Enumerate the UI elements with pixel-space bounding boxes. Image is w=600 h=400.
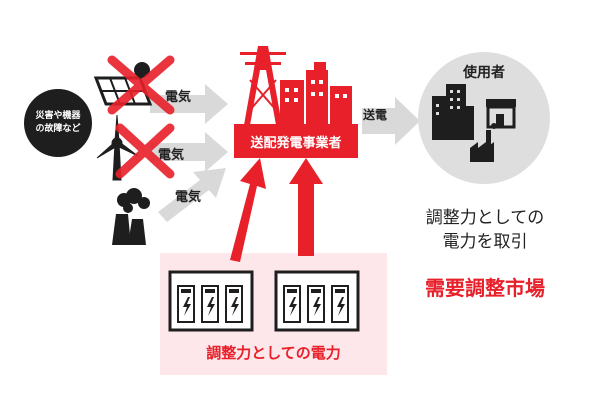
- building-windows: [285, 80, 347, 102]
- disaster-badge-line2: の故障など: [35, 124, 81, 134]
- balancing-up-arrows: [230, 158, 323, 262]
- red-arrow-right: [289, 158, 323, 256]
- consumers-label: 使用者: [463, 65, 505, 81]
- transmission-buildings-icon: [240, 46, 352, 125]
- thermal-plant-icon: [112, 188, 150, 245]
- source-flow-arrows: [150, 84, 420, 222]
- market-title: 需要調整市場: [425, 276, 545, 300]
- thermal-electricity-label: 電気: [175, 190, 202, 205]
- delivery-label: 送電: [363, 108, 388, 122]
- market-caption: 調整力としての 電力を取引: [395, 206, 575, 254]
- solar-electricity-label: 電気: [165, 90, 192, 105]
- solar-flow-arrow: [150, 84, 228, 124]
- wind-failure-x-icon: [115, 123, 175, 179]
- office-windows: [436, 90, 460, 115]
- solar-failure-x-icon: [107, 55, 175, 115]
- operator-label-bar: [234, 124, 358, 158]
- battery-module-left: [168, 270, 254, 332]
- operator-label: 送配発電事業者: [250, 136, 342, 151]
- market-caption-line1: 調整力としての: [425, 208, 545, 228]
- disaster-badge-line1: 災害や機器: [35, 111, 81, 121]
- thermal-flow-arrow: [158, 168, 226, 222]
- delivery-arrow: [362, 97, 420, 145]
- balancing-box-label: 調整力としての電力: [206, 344, 341, 362]
- market-caption-line2: 電力を取引: [442, 232, 528, 252]
- disaster-badge-circle: [24, 89, 92, 157]
- factory-icon: [470, 119, 502, 162]
- disaster-badge-text: 災害や機器 の故障など: [24, 110, 92, 136]
- wind-electricity-label: 電気: [158, 148, 185, 163]
- battery-module-right: [274, 270, 360, 332]
- wind-flow-arrow: [150, 132, 228, 172]
- red-arrow-left: [230, 158, 266, 262]
